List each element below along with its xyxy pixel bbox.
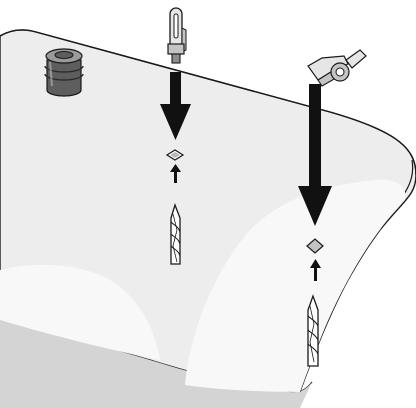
hook-bracket-icon bbox=[168, 8, 186, 63]
lever-clip-icon bbox=[308, 50, 366, 86]
bumper-plug-icon bbox=[45, 49, 83, 96]
drill-bit-icon bbox=[308, 296, 318, 366]
drill-bit-icon bbox=[171, 205, 180, 264]
